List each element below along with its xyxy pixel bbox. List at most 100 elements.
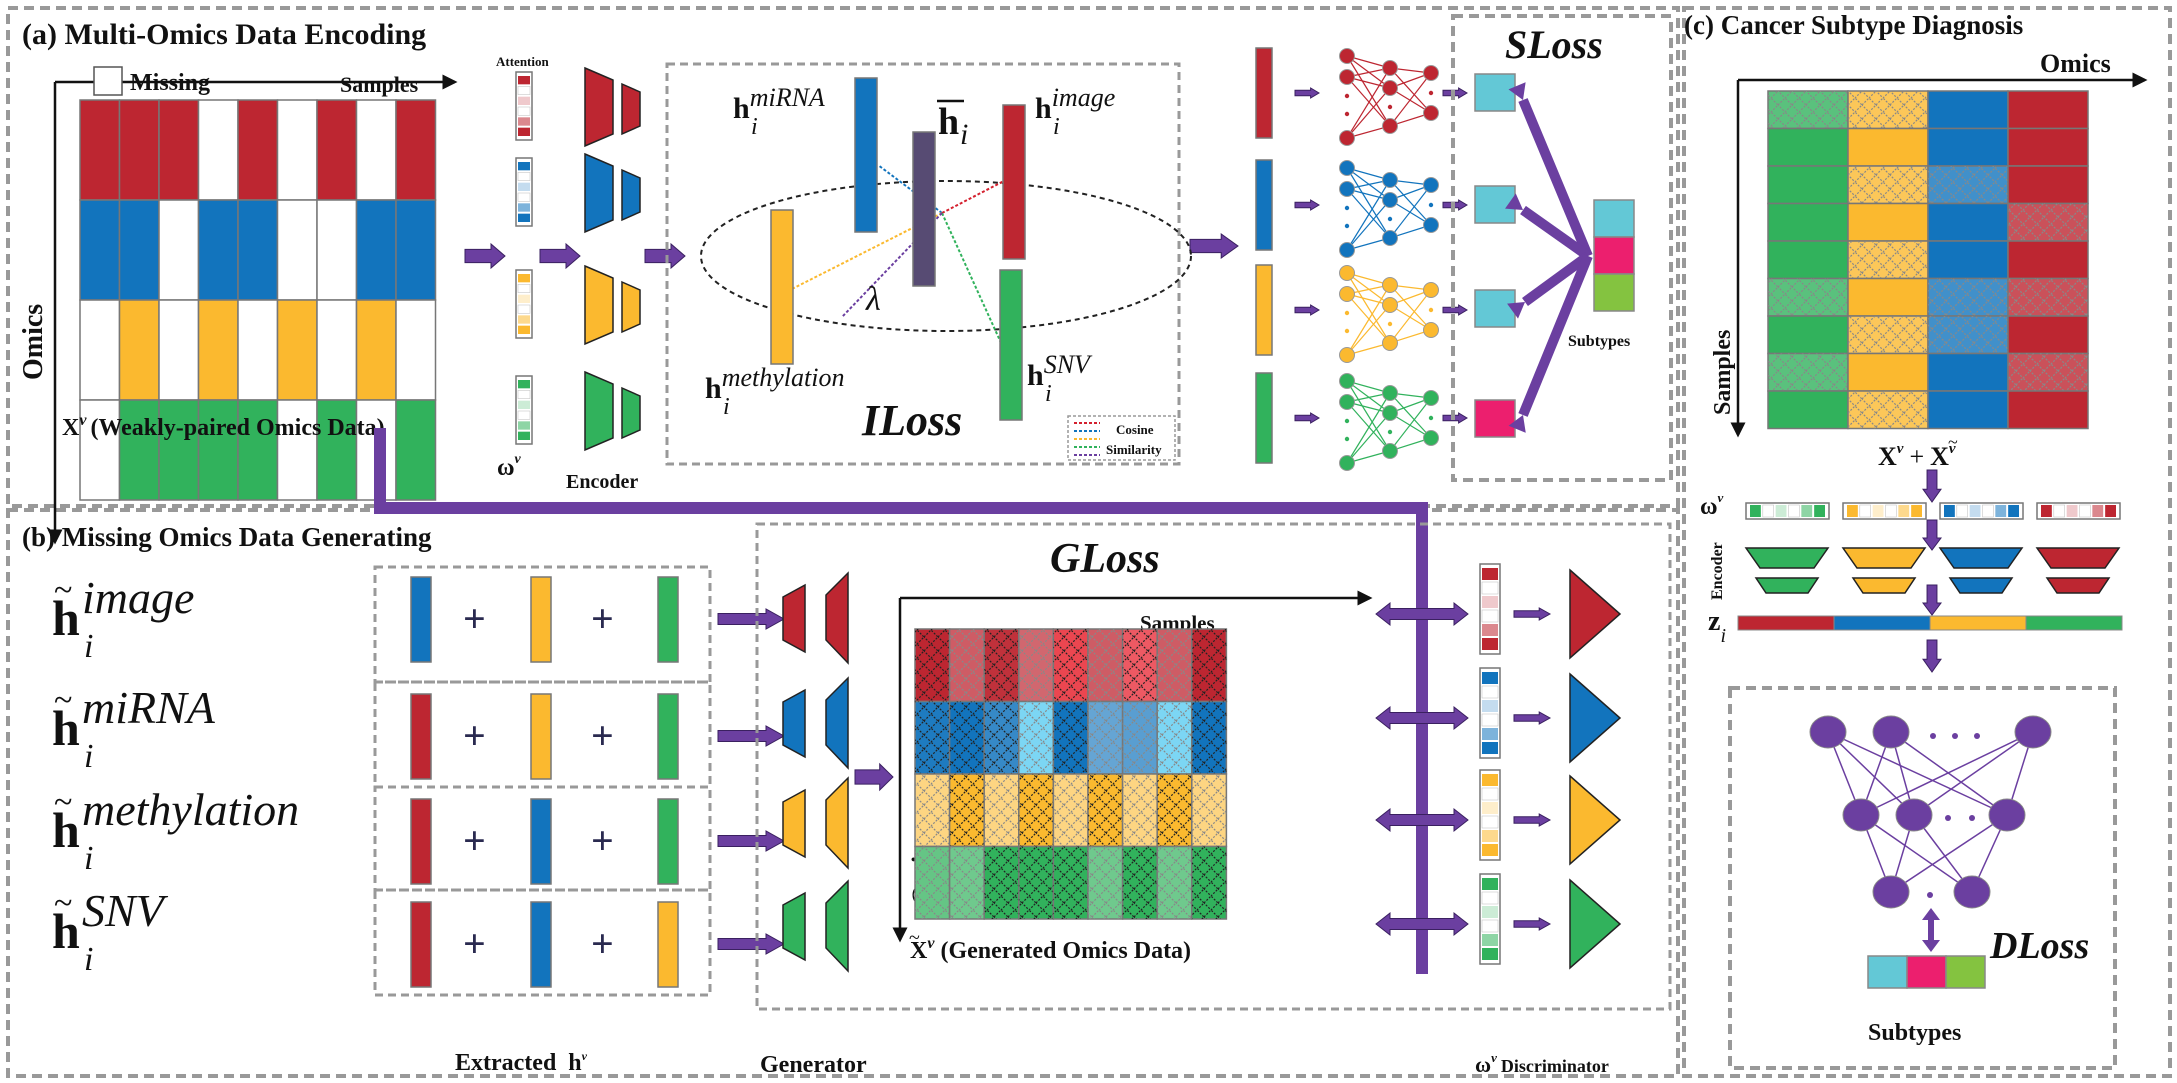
matrix-caption-sup: v [79, 412, 87, 429]
label-h-bar: h [938, 101, 959, 143]
generated-cell-hatch [1157, 629, 1192, 702]
sloss-content [1474, 73, 1635, 438]
subtype-prediction [1474, 73, 1516, 112]
h-image-bar [1002, 104, 1026, 260]
omics-cell-present [395, 399, 437, 501]
mlp-edge [1389, 412, 1432, 439]
omics-cell-present [316, 99, 358, 201]
omics-cell-missing [276, 99, 318, 201]
mlp-edge [1389, 199, 1432, 226]
disc-omega: ω [1475, 1052, 1491, 1077]
target-h-image: h [52, 590, 80, 646]
mlp-neuron [1423, 105, 1439, 121]
c-omics-label: Omics [2040, 49, 2111, 78]
label-h-miRNA: hmiRNA [733, 83, 825, 125]
similarity-line [841, 212, 943, 318]
bi-arrow-image [1375, 601, 1469, 627]
mlp-neuron [1339, 373, 1355, 389]
attention-cell [2079, 504, 2091, 518]
generated-cell-hatch [1018, 846, 1054, 919]
extracted-h-miRNA [530, 798, 552, 885]
omics-cell-present [197, 299, 239, 401]
generated-cell-hatch [1088, 629, 1123, 702]
c-encoder-layer2-miRNA [1948, 577, 2014, 594]
label-h-image-sub: i [1053, 114, 1060, 140]
attention-cell [518, 96, 530, 105]
c-samples-label: Samples [1710, 330, 1736, 415]
attention-cell [1481, 787, 1499, 801]
latent-bar-methylation [1255, 264, 1273, 356]
arrow-to-encoder [1922, 519, 1942, 551]
sloss-title: SLoss [1505, 22, 1603, 67]
flow-arrows-a [464, 233, 1239, 270]
gen-caption-rest: (Generated Omics Data) [940, 938, 1191, 964]
completed-cell-observed [1927, 352, 2009, 392]
plus-sign: + [591, 713, 614, 758]
omics-cell-present [158, 399, 200, 501]
arrow-to-prediction-methylation [1442, 304, 1468, 316]
arrow-to-z [1922, 584, 1942, 616]
attention-cell [518, 127, 530, 136]
attention-cell [518, 117, 530, 126]
omics-cell-missing [197, 99, 239, 201]
dloss-ellipsis-dot [1930, 733, 1936, 739]
completed-cell-observed [1927, 90, 2009, 130]
sum-caption: Xv+Xv [1878, 441, 1956, 471]
subtype-prediction [1474, 289, 1516, 328]
c-encoder-layer2-SNV [1754, 577, 1820, 594]
arrow-to-generated-matrix [854, 762, 894, 792]
missing-label: Missing [130, 70, 210, 96]
mlp-edge [1389, 397, 1432, 452]
completed-cell-observed [1767, 202, 1849, 242]
mlp-edge [1346, 67, 1391, 139]
omics-classifiers [1255, 47, 1468, 471]
generated-cell-hatch [1018, 701, 1054, 774]
matrix-caption-x: X [62, 415, 80, 441]
discriminator-attention-SNV [1479, 873, 1501, 965]
generated-caption: Xv(Generated Omics Data) [910, 935, 1191, 964]
generated-cell-hatch [1122, 846, 1158, 919]
mlp-neuron [1382, 118, 1398, 134]
latent-bar-miRNA [1255, 159, 1273, 251]
completed-cell-observed [1767, 127, 1849, 167]
completed-cell-hatch [1928, 278, 2008, 316]
mlp-neuron [1339, 242, 1355, 258]
h-superscript: methylation [722, 363, 845, 392]
attention-cell [1482, 774, 1498, 786]
label-h-bar-sub: i [960, 118, 968, 151]
completed-cell-hatch [2008, 353, 2088, 391]
dloss-neuron [1953, 875, 1991, 909]
attention-cell [1482, 906, 1498, 918]
dloss-arrowhead-up [1922, 908, 1940, 920]
generator-layer1-methylation [782, 788, 806, 859]
extracted-h-SNV [657, 576, 679, 663]
sum-sup2: v [1949, 441, 1956, 457]
similarity-line [941, 180, 1005, 214]
h-superscript: SNV [1044, 350, 1093, 379]
mlp-neuron [1339, 69, 1355, 85]
mlp-ellipsis-dot [1344, 310, 1350, 316]
attention-cell [1482, 638, 1498, 650]
label-h-miRNA-sub: i [751, 114, 758, 140]
h-miRNA-bar [854, 77, 878, 233]
c-encoder-layer2-methylation [1851, 577, 1917, 594]
mlp-neuron [1339, 265, 1355, 281]
mlp-ellipsis-dot [1428, 90, 1434, 96]
generated-cell-hatch [1018, 629, 1054, 702]
mlp-ellipsis-dot [1344, 418, 1350, 424]
omics-cell-present [79, 199, 121, 301]
mlp-edge [1346, 304, 1391, 356]
generated-cell-hatch [1053, 701, 1088, 774]
attention-cell [1481, 713, 1499, 727]
extracted-h-methylation [530, 693, 552, 780]
generated-cell-hatch [1053, 846, 1088, 919]
completed-cell-hatch [1848, 391, 1928, 429]
panel-c-border [1682, 6, 2172, 1078]
arrow-to-iloss [644, 242, 686, 270]
attention-cell [2008, 505, 2019, 517]
omega-sup: v [515, 452, 522, 467]
generated-cell-hatch [915, 701, 950, 774]
attention-cell [1481, 685, 1499, 699]
arrow-to-discriminator-miRNA [1513, 711, 1552, 725]
attention-cell [517, 172, 531, 181]
